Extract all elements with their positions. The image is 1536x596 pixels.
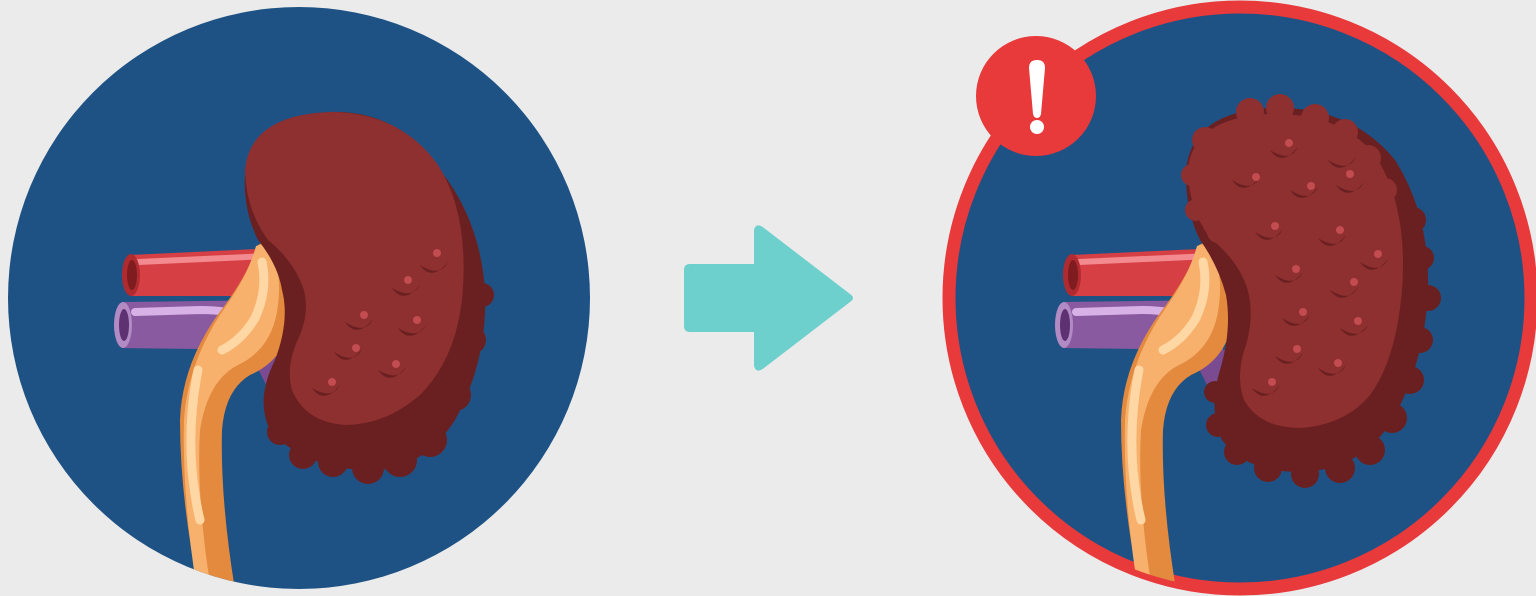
polycystic-kidney-panel: [949, 7, 1531, 596]
alert-badge: [976, 36, 1096, 156]
